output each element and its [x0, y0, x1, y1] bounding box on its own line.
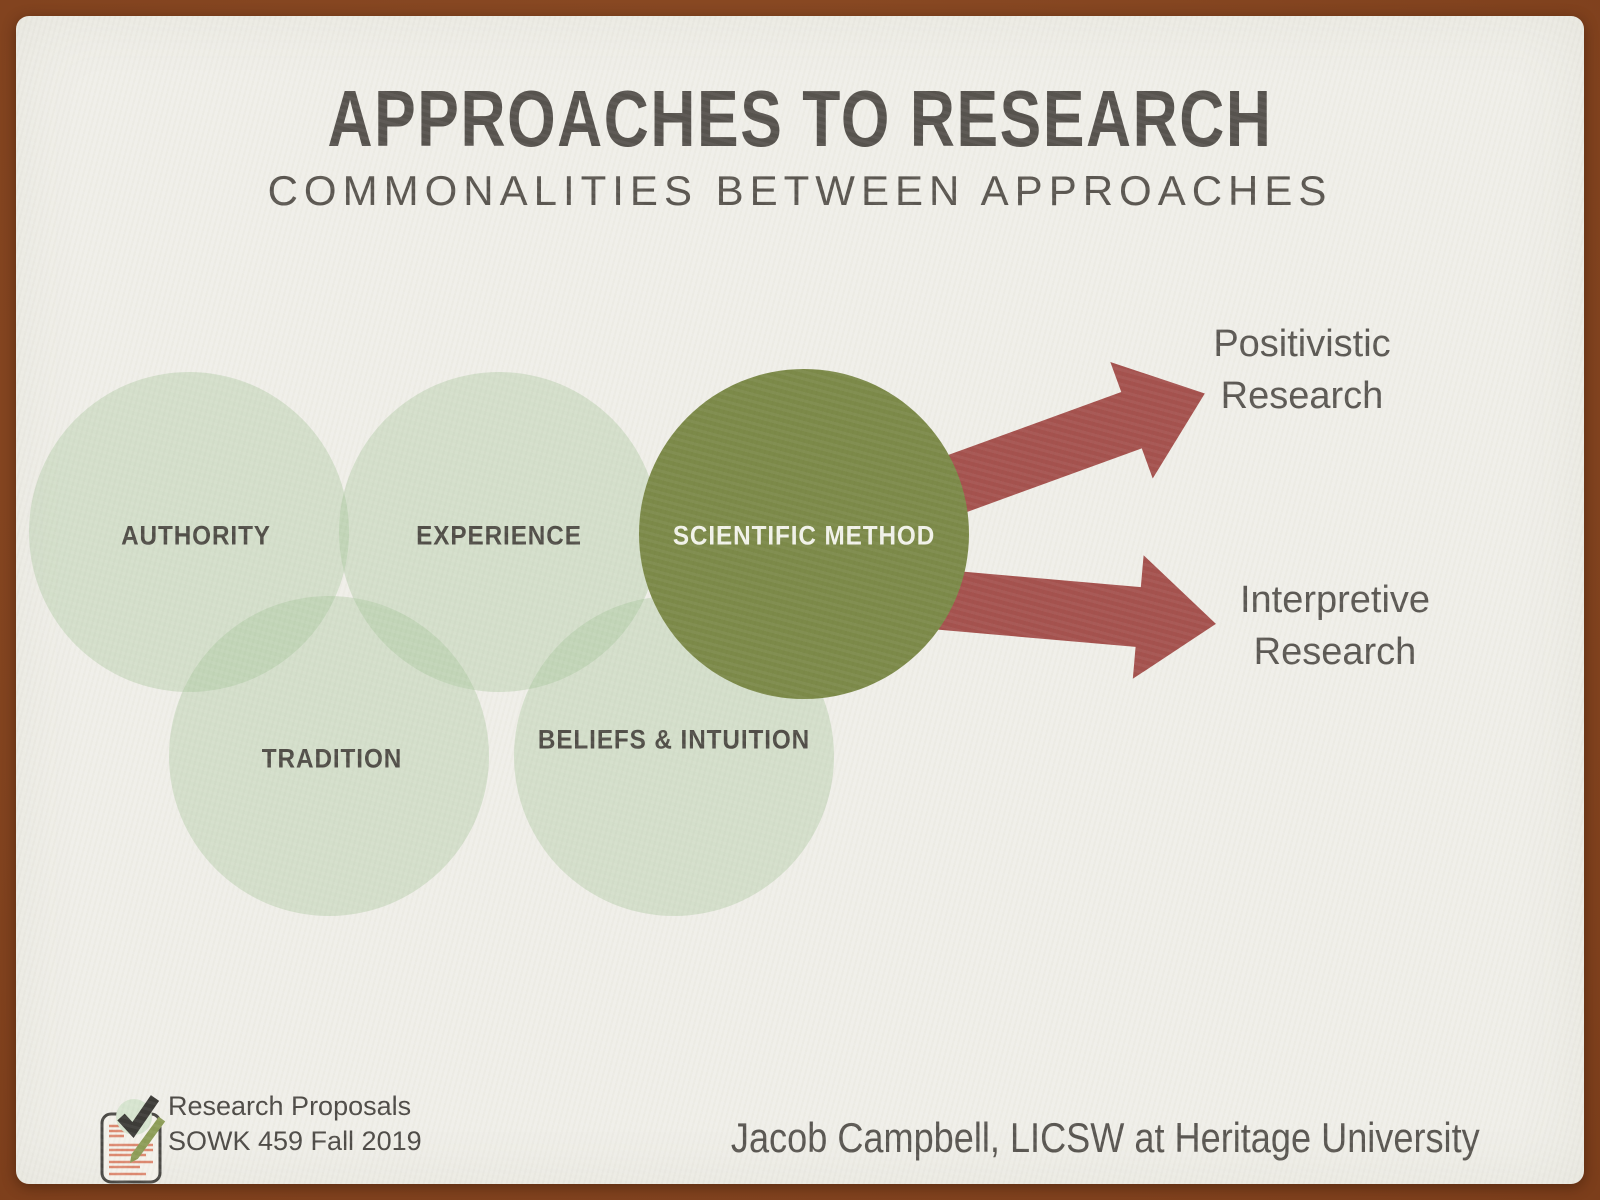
- circle-label-scientific-method: SCIENTIFIC METHOD: [672, 520, 936, 551]
- circle-label-experience: EXPERIENCE: [416, 520, 582, 551]
- footer-course-term: SOWK 459 Fall 2019: [168, 1126, 422, 1156]
- label-positivistic-research: Positivistic Research: [1213, 323, 1391, 417]
- presentation-slide: APPROACHES TO RESEARCH COMMONALITIES BET…: [16, 16, 1584, 1184]
- checked-document-icon: [100, 1095, 166, 1184]
- footer-author-credit: Jacob Campbell, LICSW at Heritage Univer…: [731, 1114, 1480, 1161]
- pencil-icon: [130, 1116, 166, 1163]
- checkmark-icon: [117, 1095, 160, 1138]
- circle-label-tradition: TRADITION: [261, 743, 403, 774]
- venn-circle-authority: [29, 372, 349, 692]
- footer-course-block: Research Proposals SOWK 459 Fall 2019: [96, 1088, 496, 1188]
- branch-arrows: [926, 361, 1216, 679]
- venn-circle-experience: [339, 372, 659, 692]
- venn-circle-scientific-method: [639, 369, 969, 699]
- label-interpretive-research: Interpretive Research: [1239, 579, 1431, 673]
- circle-label-authority: AUTHORITY: [121, 520, 271, 551]
- slide-header: APPROACHES TO RESEARCH COMMONALITIES BET…: [16, 76, 1584, 214]
- footer-course-title: Research Proposals: [168, 1091, 412, 1121]
- slide-subtitle: COMMONALITIES BETWEEN APPROACHES: [267, 167, 1333, 214]
- arrow-to-positivistic-research: [926, 361, 1205, 520]
- slide-title: APPROACHES TO RESEARCH: [327, 74, 1273, 163]
- venn-circle-tradition: [169, 596, 489, 916]
- circle-label-beliefs-intuition: BELIEFS & INTUITION: [537, 724, 811, 755]
- arrow-to-interpretive-research: [929, 555, 1216, 679]
